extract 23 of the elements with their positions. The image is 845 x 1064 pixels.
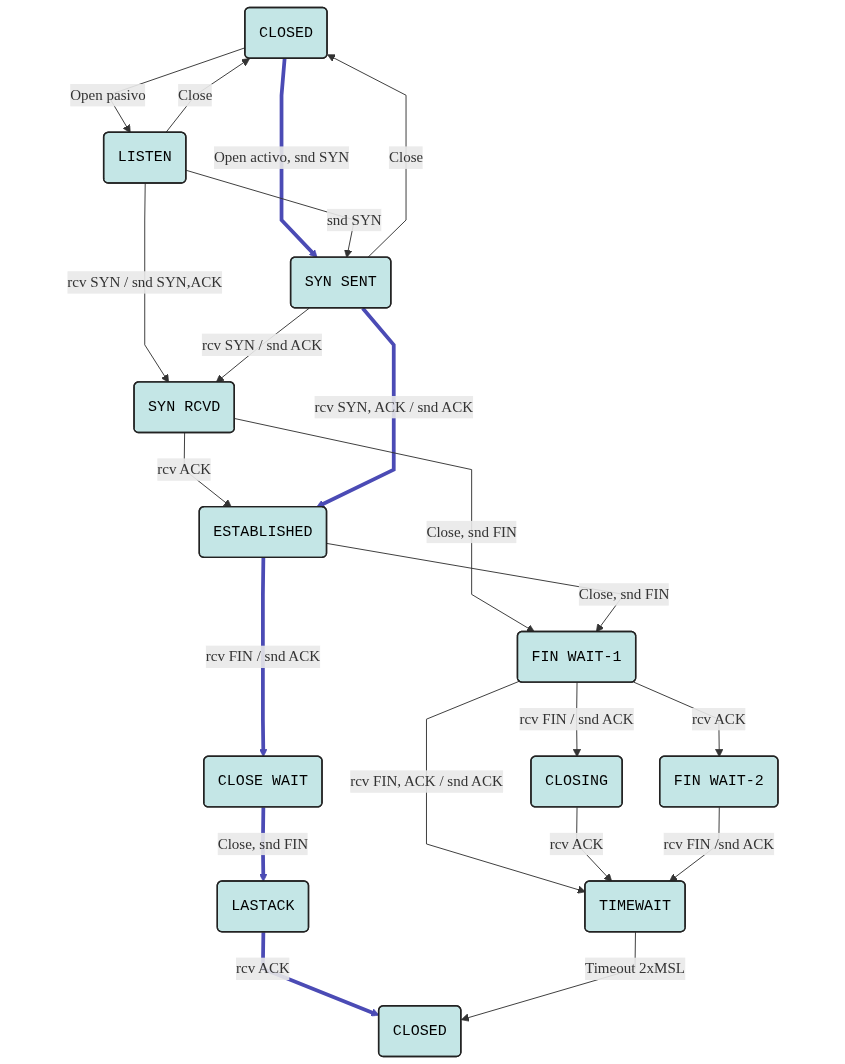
edge-label: Close xyxy=(388,149,423,166)
edge-label: rcv SYN, ACK / snd ACK xyxy=(314,398,473,415)
edge-label: rcv SYN / snd SYN,ACK xyxy=(67,273,222,290)
edge-label: rcv FIN /snd ACK xyxy=(663,835,774,852)
edge-label: rcv ACK xyxy=(549,835,604,852)
edge-label: Close, snd FIN xyxy=(426,523,517,540)
arrow xyxy=(315,307,396,508)
edge-label: rcv ACK xyxy=(157,461,211,478)
edge-label: rcv FIN, ACK / snd ACK xyxy=(350,773,503,790)
edge-label: Close xyxy=(177,86,213,103)
edge-label: Close, snd FIN xyxy=(578,585,670,602)
edge-label: rcv SYN / snd ACK xyxy=(201,336,322,353)
arrow xyxy=(259,557,268,758)
arrow xyxy=(279,58,318,258)
edge-label: rcv FIN / snd ACK xyxy=(205,648,320,665)
edge-label: Close, snd FIN xyxy=(217,835,308,852)
edge-label: rcv FIN / snd ACK xyxy=(519,710,634,727)
edge-label: snd SYN xyxy=(326,211,382,228)
edge-label: Open pasivo xyxy=(70,86,146,103)
edge-label: Timeout 2xMSL xyxy=(584,960,685,977)
edge-label: rcv ACK xyxy=(235,960,290,977)
edge-label: rcv ACK xyxy=(691,710,746,727)
edge-label: Open activo, snd SYN xyxy=(213,149,349,166)
